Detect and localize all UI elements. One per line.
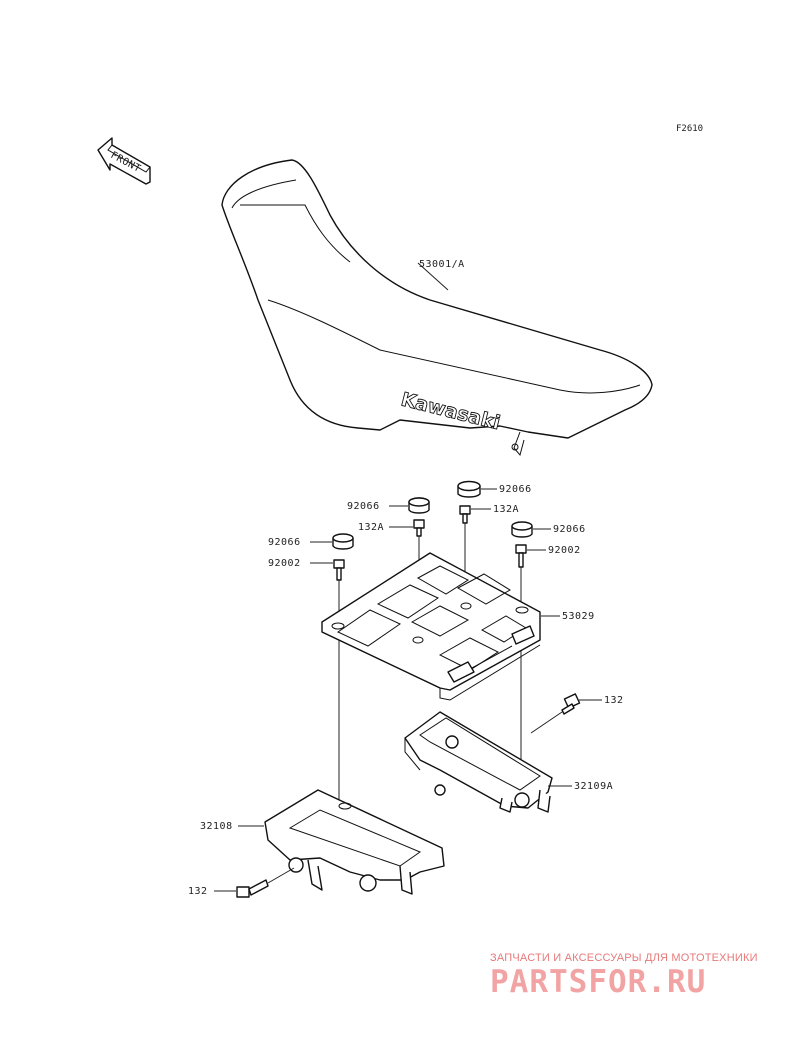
seat: Kawasaki — [221, 159, 653, 457]
label-carrier: 53029 — [562, 611, 595, 622]
bolt-132a — [459, 505, 471, 524]
figure-ref: F2610 — [676, 124, 703, 134]
bolt-92002 — [515, 544, 527, 568]
label-bracket-right: 32109A — [574, 781, 613, 792]
watermark-tagline: ЗАПЧАСТИ И АКСЕССУАРЫ ДЛЯ МОТОТЕХНИКИ — [490, 952, 758, 964]
bracket-right — [404, 711, 553, 813]
label-cap-92066: 92066 — [268, 537, 301, 548]
label-bolt-92002: 92002 — [548, 545, 581, 556]
rubber-cap — [511, 521, 533, 538]
label-cap-92066: 92066 — [553, 524, 586, 535]
label-bolt-132: 132 — [604, 695, 624, 706]
label-seat: 53001/A — [419, 259, 465, 270]
rubber-cap — [408, 497, 430, 514]
bolt-92002 — [333, 559, 345, 581]
bolt-132a — [413, 519, 425, 537]
label-cap-92066: 92066 — [499, 484, 532, 495]
bracket-left — [264, 789, 445, 895]
watermark-logo: PARTSFOR.RU — [490, 964, 707, 1000]
bolt-132 — [561, 693, 581, 715]
label-cap-92066: 92066 — [347, 501, 380, 512]
rubber-cap — [457, 480, 481, 498]
rubber-cap — [332, 533, 354, 550]
label-bracket-left: 32108 — [200, 821, 233, 832]
label-bolt-132a: 132A — [358, 522, 384, 533]
seat-carrier — [321, 552, 541, 701]
label-bolt-92002: 92002 — [268, 558, 301, 569]
bolt-132 — [236, 879, 269, 898]
label-bolt-132: 132 — [188, 886, 208, 897]
front-arrow-icon: FRONT — [97, 137, 151, 185]
label-bolt-132a: 132A — [493, 504, 519, 515]
